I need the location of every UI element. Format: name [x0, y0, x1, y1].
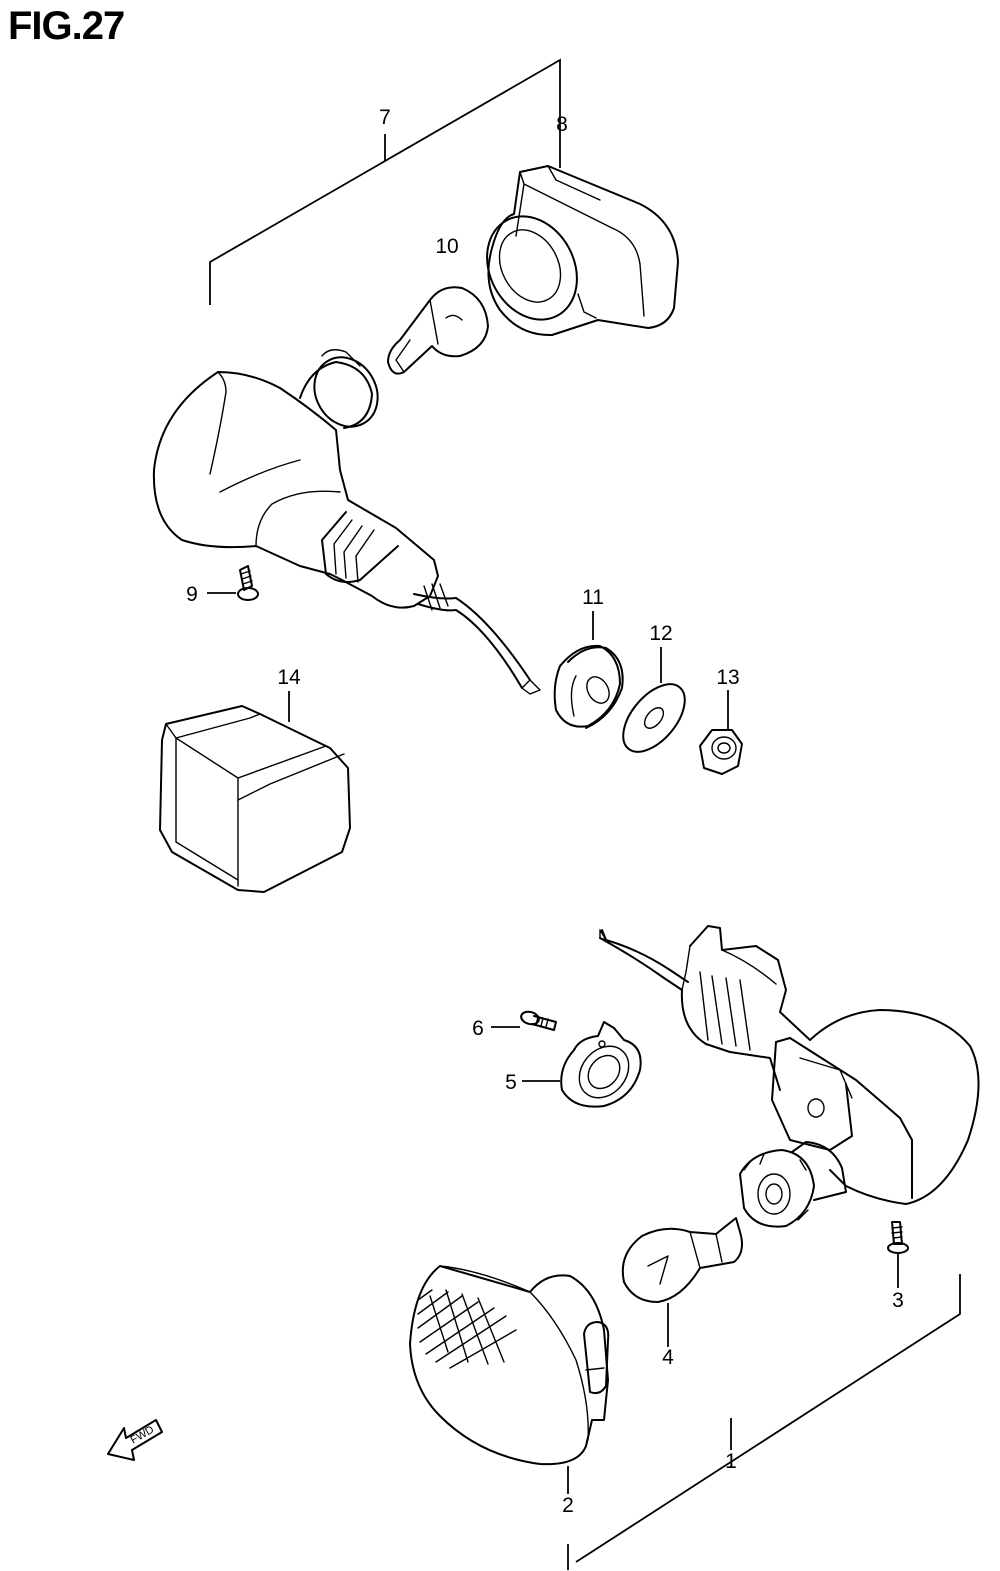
callout-1: 1: [725, 1450, 737, 1473]
part-11-cushion: [553, 611, 624, 729]
part-14-relay: [159, 691, 351, 893]
front-turn-signal-housing: [599, 925, 980, 1228]
callout-10: 10: [435, 235, 458, 258]
bracket-item-7: [209, 58, 561, 305]
callout-6: 6: [472, 1017, 484, 1040]
part-8-lens: [486, 165, 679, 337]
part-10-bulb: [387, 286, 489, 375]
callout-11: 11: [582, 586, 604, 609]
callout-12: 12: [649, 622, 672, 645]
forward-direction-arrow: FWD: [107, 1419, 163, 1461]
callout-8: 8: [556, 113, 568, 136]
callout-7: 7: [379, 106, 391, 129]
callout-4: 4: [662, 1346, 674, 1369]
callout-5: 5: [505, 1071, 517, 1094]
part-12-washer: [622, 647, 686, 753]
callout-13: 13: [716, 666, 739, 689]
callout-2: 2: [562, 1494, 574, 1517]
part-4-bulb: [621, 1217, 743, 1347]
part-13-nut: [699, 690, 743, 775]
callout-3: 3: [892, 1289, 904, 1312]
figure-title: FIG.27: [8, 4, 125, 48]
rear-turn-signal-housing: [152, 349, 541, 695]
part-6-screw: [491, 1010, 557, 1031]
part-3-screw: [887, 1221, 909, 1288]
callout-14: 14: [277, 666, 301, 689]
callout-9: 9: [186, 583, 198, 606]
part-5-socket-gasket: [522, 1021, 642, 1108]
part-9-screw: [207, 565, 259, 601]
bracket-item-1: [567, 1274, 961, 1570]
part-2-lens: [409, 1265, 610, 1494]
callout-labels: 7 8 10 9 11 12 13 14 6 5 3 4 1 2: [186, 106, 904, 1517]
